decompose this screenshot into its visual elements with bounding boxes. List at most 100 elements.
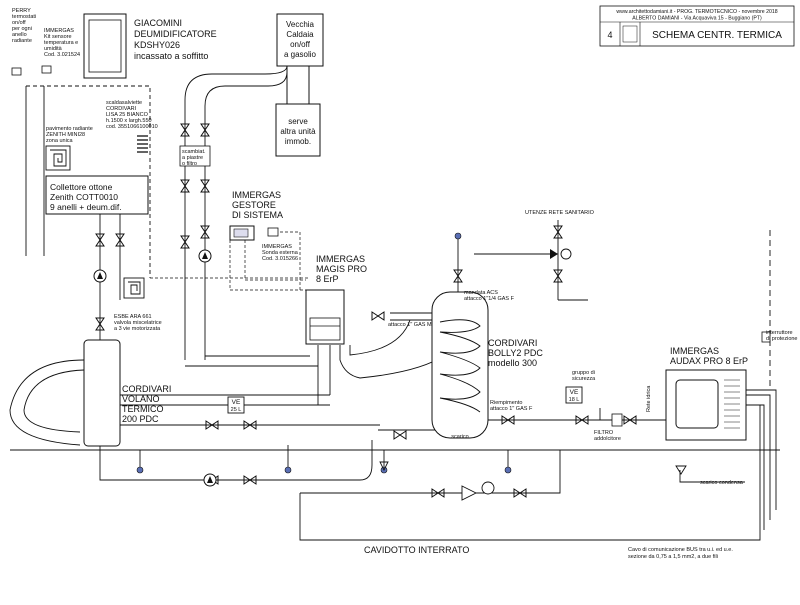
svg-text:immob.: immob.	[285, 137, 311, 146]
expansion-vessel-25-code: VE	[232, 399, 241, 406]
dhw-tank-label: CORDIVARI BOLLY2 PDC modello 300	[488, 338, 543, 368]
valve-icons	[95, 123, 637, 498]
buffer-tank	[83, 339, 121, 447]
svg-text:ZENITH MINI28: ZENITH MINI28	[46, 132, 85, 138]
manifold-box	[45, 175, 149, 215]
svg-text:Collettore ottone: Collettore ottone	[50, 182, 113, 192]
underground-conduit-label: CAVIDOTTO INTERRATO	[364, 545, 469, 555]
svg-text:Zenith COTT0010: Zenith COTT0010	[50, 192, 118, 202]
perry-thermostats-label: PERRY termostati on/off per ogni anello …	[12, 8, 36, 44]
svg-text:ESBE ARA 661: ESBE ARA 661	[114, 314, 152, 320]
title-block-line2: ALBERTO DAMIANI - Via Acquaviva 15 - Bug…	[632, 16, 762, 22]
svg-text:Riempimento: Riempimento	[490, 400, 522, 406]
svg-text:200 PDC: 200 PDC	[122, 414, 159, 424]
svg-text:LISA 25 BIANCO: LISA 25 BIANCO	[106, 112, 149, 118]
svg-text:DI SISTEMA: DI SISTEMA	[232, 210, 283, 220]
title-block: www.architettodamiani.it - PROG. TERMOTE…	[599, 5, 795, 47]
expansion-vessel-18-volume: 18 L	[569, 397, 580, 403]
expansion-vessel-25	[227, 396, 245, 414]
svg-text:interruttore: interruttore	[766, 330, 793, 336]
svg-text:zona unica: zona unica	[46, 138, 74, 144]
svg-text:attacco 1" GAS F: attacco 1" GAS F	[490, 406, 533, 412]
svg-text:CORDIVARI: CORDIVARI	[488, 338, 537, 348]
system-manager-label: IMMERGAS GESTORE DI SISTEMA	[232, 190, 283, 220]
svg-text:VOLANO: VOLANO	[122, 394, 160, 404]
nonreturn-arrow-icon	[550, 249, 558, 259]
drain-label: scarico	[451, 434, 468, 440]
funnel-icons	[379, 461, 687, 475]
svg-text:Caldaia: Caldaia	[286, 30, 314, 39]
fill-connection-label: Riempimento attacco 1" GAS F	[490, 400, 533, 412]
dehumidifier-label: GIACOMINI DEUMIDIFICATORE KDSHY026 incas…	[134, 18, 217, 61]
svg-text:FILTRO: FILTRO	[594, 430, 614, 436]
title-block-line1: www.architettodamiani.it - PROG. TERMOTE…	[616, 9, 777, 15]
svg-text:on/off: on/off	[12, 20, 26, 26]
svg-text:IMMERGAS: IMMERGAS	[44, 28, 74, 34]
dirt-separator-icon	[461, 485, 478, 501]
svg-text:scaldasalviette: scaldasalviette	[106, 100, 142, 106]
svg-text:valvola miscelatrice: valvola miscelatrice	[114, 320, 162, 326]
svg-text:a 3 vie motorizzata: a 3 vie motorizzata	[114, 326, 161, 332]
svg-text:IMMERGAS: IMMERGAS	[262, 244, 292, 250]
svg-text:BOLLY2 PDC: BOLLY2 PDC	[488, 348, 543, 358]
control-wiring	[150, 231, 310, 291]
floor-heating-label: pavimento radiante ZENITH MINI28 zona un…	[46, 126, 93, 144]
svg-text:pavimento radiante: pavimento radiante	[46, 126, 93, 132]
manifold-label: Collettore ottone Zenith COTT0010 9 anel…	[50, 182, 122, 212]
pipework	[9, 65, 780, 541]
svg-text:DEUMIDIFICATORE: DEUMIDIFICATORE	[134, 29, 217, 39]
svg-text:cod. 3551066100010: cod. 3551066100010	[106, 124, 158, 130]
thermostat-icon	[11, 67, 22, 76]
svg-text:di protezione: di protezione	[766, 336, 798, 342]
svg-text:IMMERGAS: IMMERGAS	[232, 190, 281, 200]
humidity-sensor-label: IMMERGAS Kit sensore temperatura e umidi…	[44, 28, 80, 58]
svg-text:gruppo di: gruppo di	[572, 370, 595, 376]
svg-text:CORDIVARI: CORDIVARI	[122, 384, 171, 394]
expansion-vessel-18	[565, 386, 583, 404]
svg-text:Sonda esterna: Sonda esterna	[262, 250, 299, 256]
svg-text:mandata ACS: mandata ACS	[464, 290, 498, 296]
dhw-tank	[431, 291, 489, 439]
svg-text:IMMERGAS: IMMERGAS	[316, 254, 365, 264]
svg-text:temperatura e: temperatura e	[44, 40, 78, 46]
audax-label: IMMERGAS AUDAX PRO 8 ErP	[670, 346, 748, 366]
water-mains-label: Rete idrica	[646, 385, 652, 412]
sanitary-users-label: UTENZE RETE SANITARIO	[525, 210, 595, 216]
floor-heating-coil-icon	[45, 145, 71, 171]
outdoor-sensor-label: IMMERGAS Sonda esterna Cod. 3.015266	[262, 244, 299, 262]
svg-text:sicurezza: sicurezza	[572, 376, 596, 382]
svg-text:termostati: termostati	[12, 14, 36, 20]
svg-text:a piastre: a piastre	[182, 155, 203, 161]
svg-text:IMMERGAS: IMMERGAS	[670, 346, 719, 356]
breaker-label: interruttore di protezione	[766, 330, 798, 342]
old-boiler-box	[276, 13, 324, 67]
svg-text:modello 300: modello 300	[488, 358, 537, 368]
svg-text:per ogni: per ogni	[12, 26, 32, 32]
svg-text:GIACOMINI: GIACOMINI	[134, 18, 182, 28]
dhw-outlet-label: mandata ACS attacco 1"1/4 GAS F	[464, 290, 515, 302]
check-valve-icon	[560, 248, 572, 260]
svg-text:anello: anello	[12, 32, 27, 38]
water-filter-icon	[611, 413, 623, 427]
svg-text:TERMICO: TERMICO	[122, 404, 164, 414]
svg-text:PERRY: PERRY	[12, 8, 31, 14]
other-unit-label: serve altra unità immob.	[280, 117, 316, 146]
svg-text:serve: serve	[288, 117, 308, 126]
safety-group-label: gruppo di sicurezza	[572, 370, 596, 382]
buffer-tank-label: CORDIVARI VOLANO TERMICO 200 PDC	[122, 384, 171, 424]
other-unit-box	[275, 103, 321, 157]
svg-text:radiante: radiante	[12, 38, 32, 44]
svg-text:h.1500 x largh.550: h.1500 x largh.550	[106, 118, 152, 124]
svg-text:altra unità: altra unità	[280, 127, 316, 136]
breaker-icon	[761, 331, 771, 343]
dhw-coil	[439, 319, 481, 413]
svg-text:MAGIS PRO: MAGIS PRO	[316, 264, 367, 274]
towel-warmer-label: scaldasalviette CORDIVARI LISA 25 BIANCO…	[106, 100, 158, 130]
towel-warmer-icon	[137, 135, 148, 153]
svg-text:Kit sensore: Kit sensore	[44, 34, 72, 40]
svg-text:KDSHY026: KDSHY026	[134, 40, 180, 50]
svg-text:9 anelli + deum.dif.: 9 anelli + deum.dif.	[50, 202, 122, 212]
expansion-vessel-25-volume: 25 L	[231, 407, 242, 413]
svg-text:addolcitore: addolcitore	[594, 436, 621, 442]
